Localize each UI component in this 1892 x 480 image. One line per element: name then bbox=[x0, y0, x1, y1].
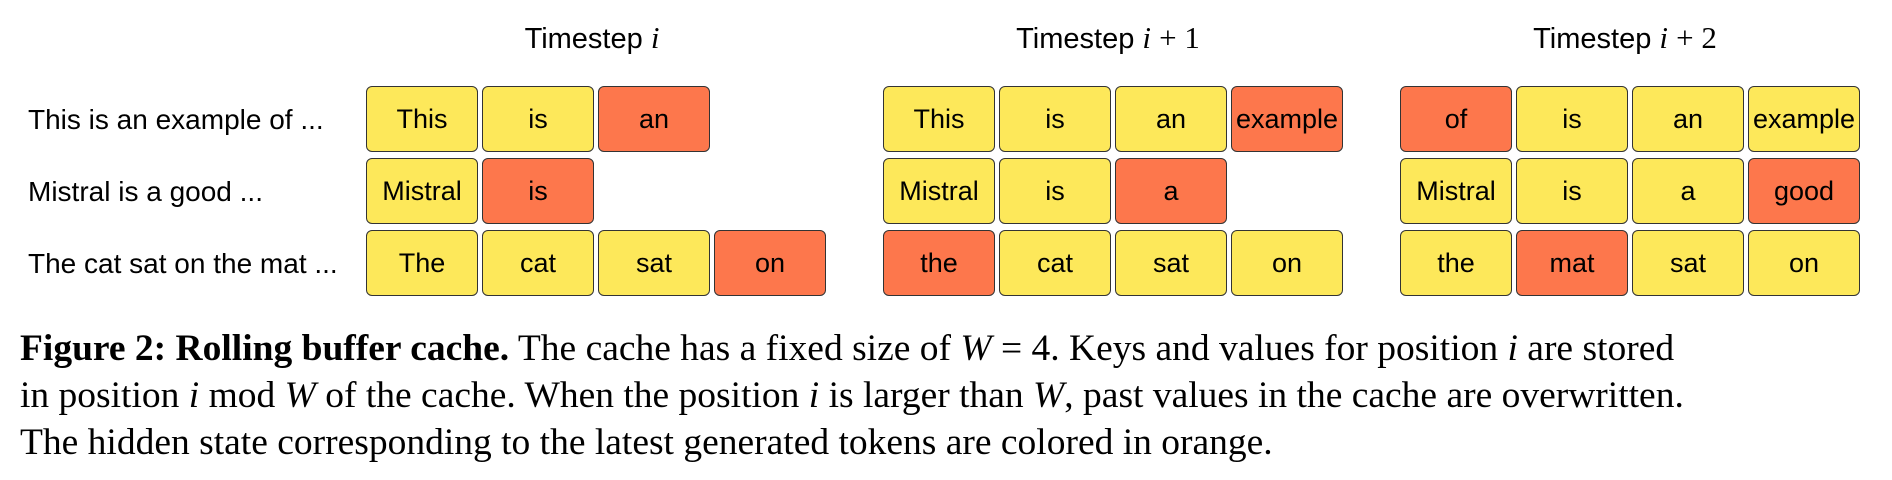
cache-cell: on bbox=[1231, 230, 1343, 296]
cache-cell: sat bbox=[1632, 230, 1744, 296]
cache-cell: example bbox=[1748, 86, 1860, 152]
row-label-2: The cat sat on the mat ... bbox=[28, 248, 338, 279]
cache-cell: example bbox=[1231, 86, 1343, 152]
cache-cell: a bbox=[1632, 158, 1744, 224]
cache-cell: is bbox=[1516, 86, 1628, 152]
cache-cell: Mistral bbox=[1400, 158, 1512, 224]
timestep-title-1: Timestep i + 1 bbox=[1016, 20, 1200, 55]
cache-cell: on bbox=[1748, 230, 1860, 296]
cache-cell: a bbox=[1115, 158, 1227, 224]
cache-cell: is bbox=[482, 86, 594, 152]
cache-cell: is bbox=[999, 86, 1111, 152]
caption-line-1: Figure 2: Rolling buffer cache. The cach… bbox=[20, 328, 1675, 369]
cache-cell: mat bbox=[1516, 230, 1628, 296]
row-label-1: Mistral is a good ... bbox=[28, 176, 263, 207]
cache-cell: the bbox=[883, 230, 995, 296]
caption-line-3: The hidden state corresponding to the la… bbox=[20, 422, 1273, 463]
cache-cell: is bbox=[482, 158, 594, 224]
cache-cell: is bbox=[1516, 158, 1628, 224]
cache-cell: an bbox=[1632, 86, 1744, 152]
cache-cell: Mistral bbox=[366, 158, 478, 224]
cache-cell: sat bbox=[1115, 230, 1227, 296]
cache-cell: the bbox=[1400, 230, 1512, 296]
timestep-title-0: Timestep i bbox=[524, 20, 660, 55]
cache-cell: The bbox=[366, 230, 478, 296]
cache-cell: an bbox=[598, 86, 710, 152]
figure-caption: Figure 2: Rolling buffer cache. The cach… bbox=[20, 325, 1880, 466]
cache-cell: of bbox=[1400, 86, 1512, 152]
cache-cell: Mistral bbox=[883, 158, 995, 224]
cache-cell: an bbox=[1115, 86, 1227, 152]
cache-cell: good bbox=[1748, 158, 1860, 224]
cache-cell: cat bbox=[999, 230, 1111, 296]
caption-lead: Figure 2: Rolling buffer cache. bbox=[20, 328, 510, 369]
row-label-0: This is an example of ... bbox=[28, 104, 324, 135]
timestep-title-2: Timestep i + 2 bbox=[1533, 20, 1717, 55]
cache-cell: sat bbox=[598, 230, 710, 296]
caption-line-2: in position i mod W of the cache. When t… bbox=[20, 375, 1684, 416]
cache-cell: is bbox=[999, 158, 1111, 224]
cache-cell: cat bbox=[482, 230, 594, 296]
cache-cell: This bbox=[883, 86, 995, 152]
cache-cell: This bbox=[366, 86, 478, 152]
cache-cell: on bbox=[714, 230, 826, 296]
